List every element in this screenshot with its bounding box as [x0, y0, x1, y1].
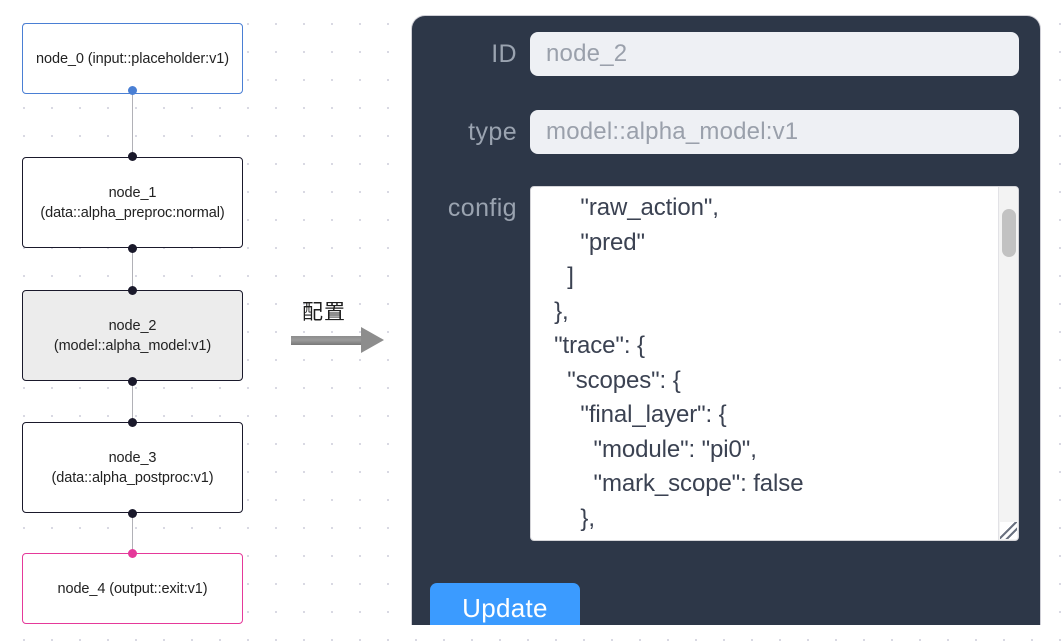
- transition-caption: 配置: [302, 300, 346, 324]
- field-row-config: config "raw_action", "pred" ] }, "trace"…: [412, 186, 1040, 541]
- graph-node-node_3[interactable]: node_3 (data::alpha_postproc:v1): [22, 422, 243, 513]
- config-textarea-scrollbar[interactable]: [998, 187, 1018, 540]
- transition-annotation: 配置: [291, 296, 397, 358]
- node-handle-node_4-target[interactable]: [128, 549, 137, 558]
- node-handle-node_3-source[interactable]: [128, 509, 137, 518]
- node-handle-node_2-source[interactable]: [128, 377, 137, 386]
- arrow-right-icon: [291, 336, 365, 345]
- config-textarea-content[interactable]: "raw_action", "pred" ] }, "trace": { "sc…: [554, 194, 804, 540]
- field-row-type: type: [412, 110, 1040, 154]
- node-handle-node_1-target[interactable]: [128, 152, 137, 161]
- resize-handle-icon[interactable]: [1000, 522, 1017, 539]
- field-row-id: ID: [412, 32, 1040, 76]
- type-field-label: type: [468, 118, 517, 146]
- node-handle-node_0-source[interactable]: [127, 86, 137, 95]
- graph-node-label: node_0 (input::placeholder:v1): [36, 50, 229, 67]
- graph-node-node_0[interactable]: node_0 (input::placeholder:v1): [22, 23, 243, 94]
- node-config-panel: ID type config "raw_action", "pred" ] },…: [411, 15, 1041, 625]
- update-button[interactable]: Update: [430, 583, 580, 625]
- node-graph-canvas[interactable]: node_0 (input::placeholder:v1) node_1 (d…: [0, 0, 288, 643]
- graph-node-label: node_1 (data::alpha_preproc:normal): [40, 184, 225, 221]
- node-handle-node_1-source[interactable]: [128, 244, 137, 253]
- config-textarea[interactable]: "raw_action", "pred" ] }, "trace": { "sc…: [530, 186, 1019, 541]
- graph-node-node_1[interactable]: node_1 (data::alpha_preproc:normal): [22, 157, 243, 248]
- edge-node2-node3: [131, 377, 134, 426]
- graph-node-label: node_2 (model::alpha_model:v1): [53, 317, 212, 354]
- edge-node1-node2: [131, 244, 134, 294]
- config-field-label: config: [447, 194, 517, 222]
- node-handle-node_2-target[interactable]: [128, 286, 137, 295]
- id-field-label: ID: [491, 40, 517, 68]
- edge-node3-node4: [131, 509, 134, 557]
- graph-node-node_4[interactable]: node_4 (output::exit:v1): [22, 553, 243, 624]
- edge-node0-node1: [131, 90, 134, 160]
- id-input[interactable]: [530, 32, 1019, 76]
- node-handle-node_3-target[interactable]: [128, 418, 137, 427]
- graph-node-label: node_4 (output::exit:v1): [57, 580, 208, 597]
- arrow-right-head-icon: [361, 327, 384, 353]
- type-input[interactable]: [530, 110, 1019, 154]
- graph-node-node_2[interactable]: node_2 (model::alpha_model:v1): [22, 290, 243, 381]
- graph-node-label: node_3 (data::alpha_postproc:v1): [51, 449, 214, 486]
- config-textarea-scroll-thumb[interactable]: [1002, 209, 1016, 257]
